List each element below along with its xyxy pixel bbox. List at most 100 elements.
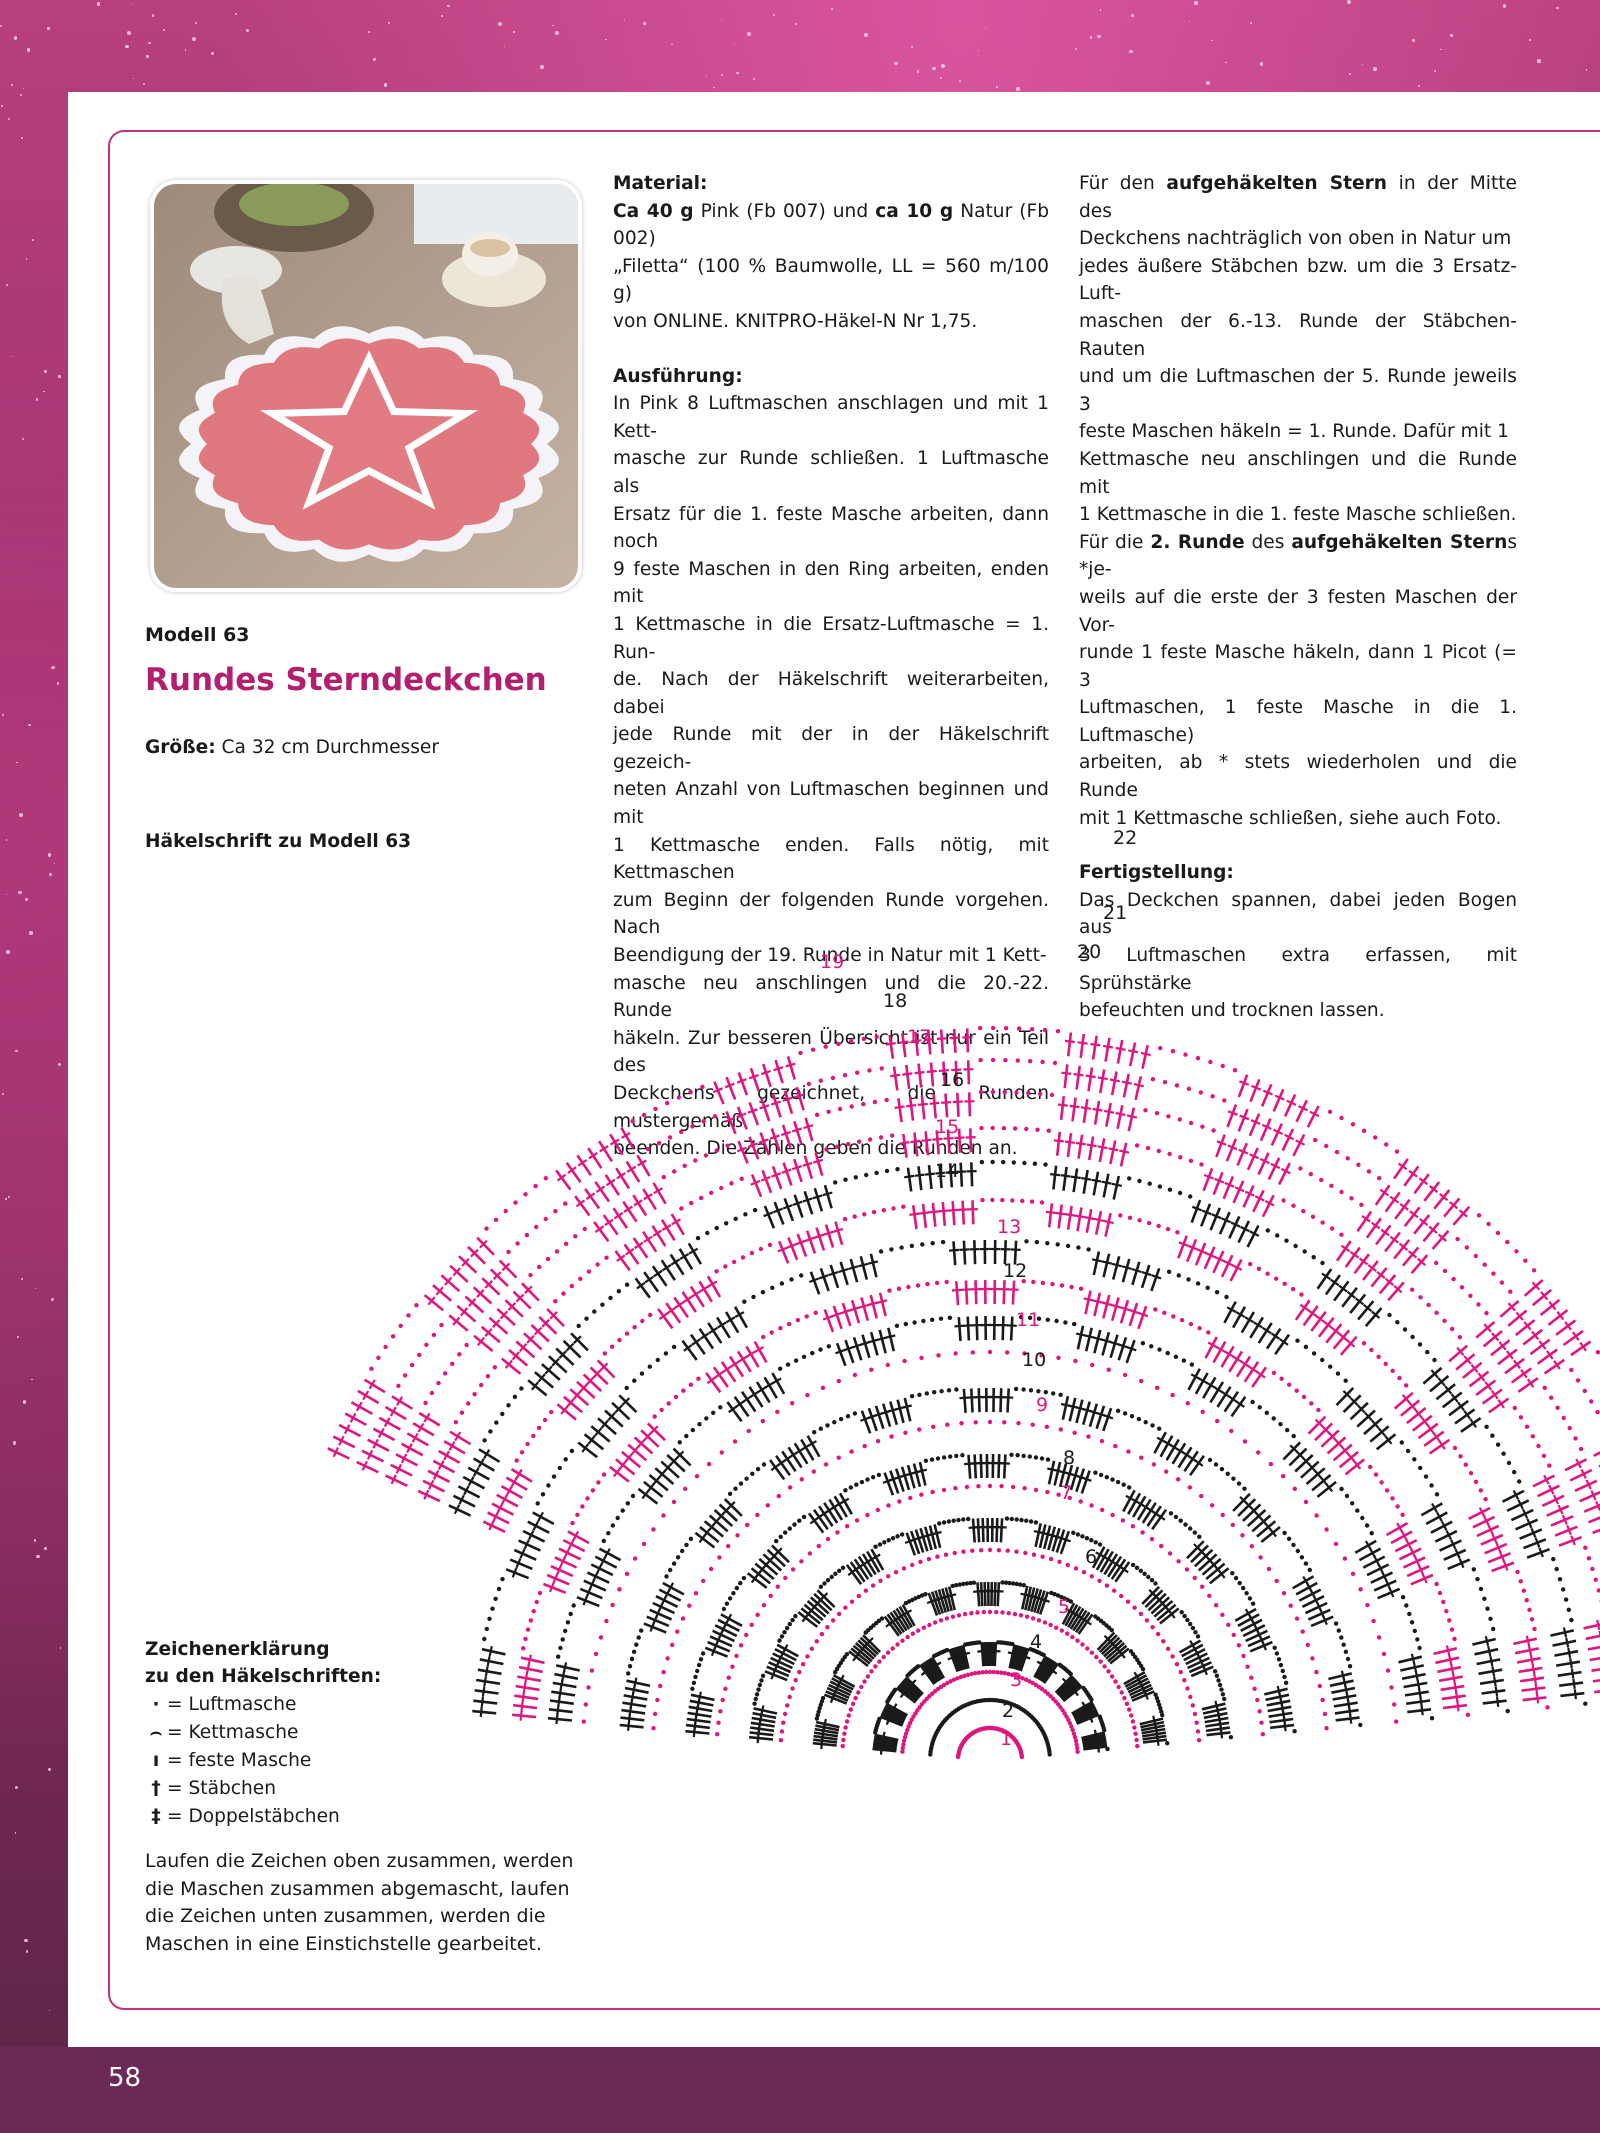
chain-dot [1021, 1453, 1026, 1459]
chain-dot [615, 1515, 620, 1521]
chain-dot [1170, 1392, 1175, 1398]
chain-dot [1314, 1513, 1319, 1518]
stitch-crossbar [890, 1073, 901, 1078]
chain-dot [711, 1410, 716, 1416]
stitch-mark [555, 1664, 580, 1672]
stitch-mark [505, 1568, 530, 1580]
stitch-crossbar [552, 1573, 559, 1584]
stitch-crossbar [544, 1365, 553, 1375]
stitch-mark [1237, 1220, 1251, 1244]
stitch-crossbar [838, 1268, 849, 1274]
chain-dot [1185, 1617, 1190, 1623]
stitch-crossbar [1530, 1527, 1537, 1538]
chain-dot [1244, 1591, 1249, 1596]
chain-dot [1514, 1249, 1519, 1254]
stitch-crossbar [954, 1324, 965, 1328]
chain-dot [1040, 1280, 1046, 1286]
stitch-mark [1526, 1547, 1551, 1559]
chain-dot [631, 1649, 637, 1655]
stitch-mark [648, 1474, 669, 1492]
stitch-mark [751, 1716, 776, 1724]
chain-dot [561, 1291, 566, 1296]
chain-dot [1573, 1436, 1578, 1441]
stitch-mark [1075, 1468, 1086, 1492]
stitch-crossbar [396, 1396, 404, 1406]
chain-dot [854, 1518, 860, 1523]
stitch-mark [1069, 1607, 1085, 1630]
stitch-mark [427, 1469, 450, 1483]
chain-dot [958, 1674, 964, 1680]
stitch-mark [562, 1395, 583, 1414]
stitch-crossbar [476, 1288, 485, 1298]
chain-dot [1089, 1538, 1094, 1543]
chain-dot [1002, 1420, 1007, 1425]
chain-dot [729, 1181, 734, 1186]
legend-note: Laufen die Zeichen oben zusammen, werden… [145, 1848, 575, 1958]
stitch-mark [621, 1708, 646, 1715]
stitch-mark [1183, 1450, 1199, 1473]
stitch-crossbar [725, 1316, 736, 1324]
stitch-mark [1373, 1579, 1397, 1592]
chain-dot [1452, 1445, 1458, 1451]
stitch-crossbar [1384, 1277, 1395, 1286]
chain-dot [535, 1501, 540, 1506]
chain-dot [690, 1427, 695, 1433]
chain-dot [1410, 1334, 1415, 1340]
finishing-heading: Fertigstellung: [1079, 862, 1234, 884]
chain-dot [902, 1358, 907, 1364]
stitch-mark [546, 1573, 570, 1586]
stitch-crossbar [1111, 1303, 1122, 1309]
chain-dot [875, 1507, 880, 1513]
stitch-mark [1478, 1668, 1503, 1676]
round-number: 10 [1022, 1349, 1046, 1371]
stitch-mark [467, 1245, 487, 1265]
chain-dot [944, 1647, 950, 1653]
chain-dot [760, 1673, 766, 1679]
sparkle-dot [513, 31, 515, 33]
stitch-crossbar [996, 1525, 1007, 1529]
stitch-mark [924, 1131, 930, 1156]
stitch-mark [1339, 1335, 1358, 1356]
chain-dot [1036, 1389, 1041, 1394]
stitch-crossbar [1469, 1418, 1478, 1428]
chain-dot [689, 1200, 694, 1206]
chain-dot [1146, 1220, 1152, 1226]
chain-dot [903, 1321, 908, 1327]
stitch-crossbar [1445, 1645, 1451, 1656]
chain-dot [1121, 1482, 1126, 1487]
stitch-mark [1223, 1301, 1237, 1324]
stitch-mark [475, 1678, 501, 1685]
stitch-mark [1181, 1643, 1204, 1658]
stitch-mark [1081, 1733, 1106, 1742]
stitch-mark [643, 1622, 667, 1634]
chain-dot [1033, 1455, 1039, 1460]
chain-dot [969, 1671, 974, 1677]
chain-dot [1478, 1586, 1484, 1592]
stitch-crossbar [1491, 1332, 1500, 1342]
stitch-mark [944, 1093, 949, 1118]
chain-dot [1144, 1618, 1150, 1623]
sparkle-dot [932, 66, 936, 71]
stitch-mark [1378, 1274, 1397, 1295]
sparkle-dot [53, 862, 56, 865]
stitch-crossbar [786, 1243, 797, 1249]
chain-dot [1024, 1518, 1029, 1523]
legend-item: ı = feste Masche [145, 1746, 575, 1774]
stitch-mark [782, 1162, 793, 1186]
chain-dot [1049, 1590, 1054, 1596]
chain-dot [995, 1670, 1000, 1675]
stitch-mark [1024, 1586, 1033, 1611]
stitch-mark [1105, 1642, 1126, 1660]
stitch-crossbar [902, 1609, 913, 1617]
chain-dot [1013, 1386, 1019, 1392]
legend-item: ‡ = Doppelstäbchen [145, 1802, 575, 1830]
finishing-line: 3 Luftmaschen extra erfassen, mit Sprühs… [1079, 945, 1517, 994]
chain-dot [536, 1425, 542, 1431]
stitch-crossbar [935, 1171, 946, 1175]
sparkle-dot [245, 29, 250, 33]
stitch-mark [1332, 1694, 1357, 1701]
chain-dot [932, 1689, 938, 1694]
chain-dot [1521, 1588, 1527, 1593]
chain-dot [925, 1281, 930, 1287]
stitch-mark [666, 1454, 686, 1473]
